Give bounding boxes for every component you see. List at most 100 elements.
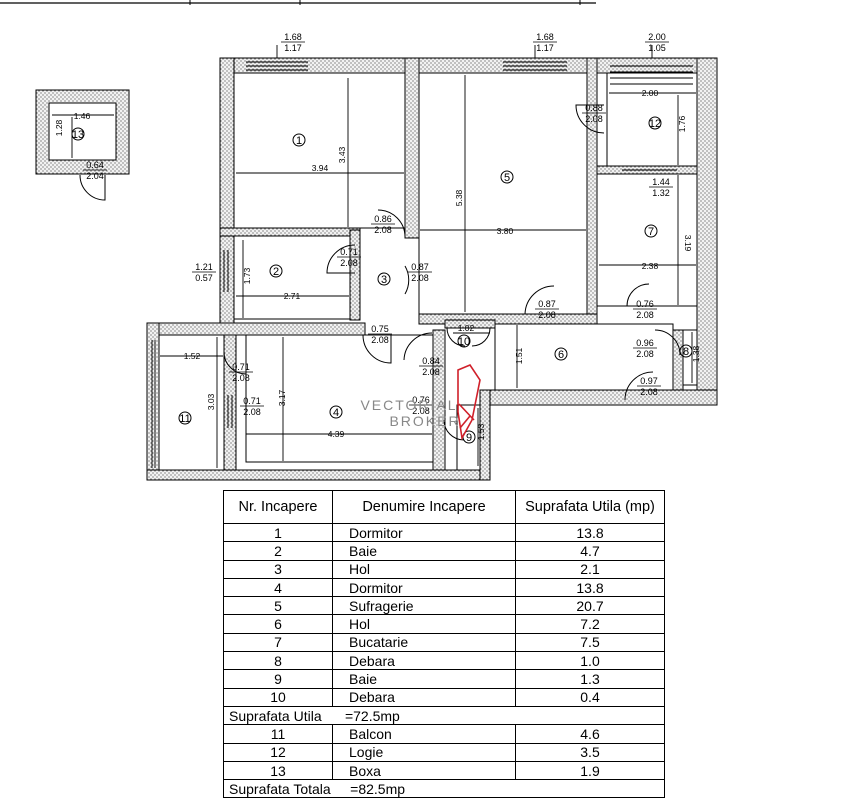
opening-15-width: 0.71 bbox=[232, 362, 250, 372]
dim-room4-width: 4.39 bbox=[328, 429, 345, 439]
opening-13-height: 2.08 bbox=[636, 349, 654, 359]
opening-9-width: 1.21 bbox=[195, 262, 213, 272]
room-number-3: 3 bbox=[381, 274, 387, 286]
room-number-4: 4 bbox=[333, 407, 339, 419]
opening-4-width: 0.88 bbox=[585, 103, 603, 113]
opening-10-height: 2.08 bbox=[538, 310, 556, 320]
dim-room11-width: 1.52 bbox=[184, 351, 201, 361]
row-area: 1.3 bbox=[515, 669, 665, 689]
row-nr: 9 bbox=[223, 669, 333, 689]
room-number-11: 11 bbox=[179, 413, 190, 425]
opening-2-height: 1.17 bbox=[536, 43, 554, 53]
dim-room2-height: 1.73 bbox=[242, 267, 252, 284]
dim-room1-width: 3.94 bbox=[312, 163, 329, 173]
opening-6-height: 2.08 bbox=[374, 225, 392, 235]
opening-13-width: 0.96 bbox=[636, 338, 654, 348]
row-area: 1.9 bbox=[515, 760, 665, 781]
total-row: Suprafata Totala =82.5mp bbox=[223, 779, 665, 799]
dim-room11-height: 3.03 bbox=[206, 393, 216, 410]
opening-7-height: 2.08 bbox=[340, 258, 358, 268]
row-nr: 12 bbox=[223, 742, 333, 762]
row-name: Hol bbox=[332, 559, 516, 579]
row-name: Baie bbox=[332, 669, 516, 689]
doors bbox=[79, 104, 681, 441]
room-11 bbox=[158, 334, 225, 471]
opening-labels: 1.681.171.681.172.001.050.882.081.441.32… bbox=[83, 32, 673, 417]
dim-room5-width: 3.80 bbox=[497, 226, 514, 236]
room-number-1: 1 bbox=[296, 135, 302, 147]
row-nr: 6 bbox=[223, 614, 333, 634]
header-name: Denumire Incapere bbox=[332, 490, 516, 524]
row-name: Sufragerie bbox=[332, 596, 516, 616]
subtotal-row: Suprafata Utila =72.5mp bbox=[223, 705, 665, 726]
room-number-6: 6 bbox=[558, 349, 564, 361]
row-name: Dormitor bbox=[332, 522, 516, 543]
room-area-table: Nr. Incapere Denumire Incapere Suprafata… bbox=[223, 490, 665, 799]
row-name: Dormitor bbox=[332, 577, 516, 598]
opening-3-height: 1.05 bbox=[648, 43, 666, 53]
header-nr: Nr. Incapere bbox=[223, 490, 333, 524]
row-area: 13.8 bbox=[515, 522, 665, 543]
row-area: 13.8 bbox=[515, 577, 665, 598]
row-name: Debara bbox=[332, 687, 516, 707]
row-name: Baie bbox=[332, 541, 516, 561]
row-name: Logie bbox=[332, 742, 516, 762]
row-nr: 7 bbox=[223, 632, 333, 653]
watermark-line-1: VECTORIAL bbox=[360, 397, 457, 413]
opening-15-height: 2.08 bbox=[232, 373, 250, 383]
dim-room4-height: 3.17 bbox=[277, 389, 287, 406]
opening-14-height: 2.08 bbox=[422, 367, 440, 377]
room-markers bbox=[71, 116, 693, 444]
row-nr: 13 bbox=[223, 760, 333, 781]
opening-12-height: 2.08 bbox=[371, 335, 389, 345]
opening-14-width: 0.84 bbox=[422, 356, 440, 366]
opening-8-width: 0.87 bbox=[411, 262, 429, 272]
dim-room5-height: 5.38 bbox=[454, 189, 464, 206]
row-nr: 1 bbox=[223, 522, 333, 543]
rooms bbox=[158, 72, 698, 471]
opening-6-width: 0.86 bbox=[374, 214, 392, 224]
opening-5-width: 1.44 bbox=[652, 177, 670, 187]
room-number-13: 13 bbox=[72, 129, 84, 141]
row-area: 4.7 bbox=[515, 541, 665, 561]
opening-17-width: 0.76 bbox=[412, 395, 430, 405]
room-number-9: 9 bbox=[466, 432, 472, 444]
dimension-lines bbox=[52, 75, 696, 468]
walls bbox=[146, 57, 718, 481]
row-nr: 11 bbox=[223, 724, 333, 744]
row-area: 3.5 bbox=[515, 742, 665, 762]
opening-markers bbox=[276, 45, 653, 58]
dim-room9-height: 1.53 bbox=[476, 423, 486, 440]
watermark-line-2: BROKER bbox=[389, 413, 460, 429]
opening-19-width: 0.64 bbox=[86, 160, 104, 170]
row-area: 2.1 bbox=[515, 559, 665, 579]
opening-11-width: 0.76 bbox=[636, 299, 654, 309]
dim-room12-width: 2.00 bbox=[642, 88, 659, 98]
row-name: Boxa bbox=[332, 760, 516, 781]
opening-7-width: 0.71 bbox=[340, 247, 358, 257]
row-area: 1.0 bbox=[515, 651, 665, 671]
dim-room1-height: 3.43 bbox=[337, 146, 347, 163]
header-area: Suprafata Utila (mp) bbox=[515, 490, 665, 524]
dimension-labels: 3.94 3.43 2.71 1.73 3.80 5.38 2.38 3.19 … bbox=[54, 88, 701, 440]
opening-19-height: 2.04 bbox=[86, 171, 104, 181]
floor-plan: 1 2 3 4 5 6 7 8 9 10 11 12 13 3.94 3.43 … bbox=[0, 0, 718, 481]
opening-16-width: 0.71 bbox=[243, 396, 261, 406]
storage-box bbox=[35, 89, 130, 175]
room-9 bbox=[456, 404, 481, 471]
opening-9-height: 0.57 bbox=[195, 273, 213, 283]
room-8 bbox=[682, 329, 698, 386]
subtotal-util: Suprafata Utila =72.5mp bbox=[223, 705, 665, 726]
room-number-8: 8 bbox=[683, 346, 689, 358]
dim-room7-width: 2.38 bbox=[642, 261, 659, 271]
room-1 bbox=[233, 72, 406, 229]
